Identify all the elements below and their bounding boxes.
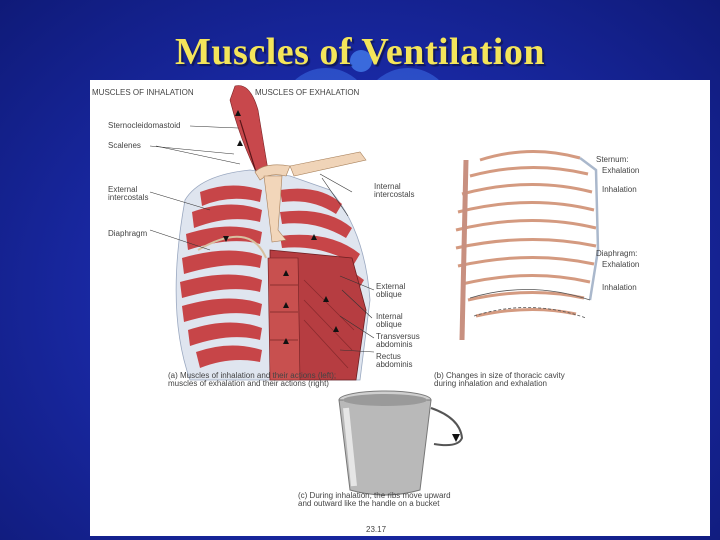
figure-number: 23.17 bbox=[366, 525, 387, 534]
lateral-rib-cage-illustration bbox=[455, 149, 600, 341]
anatomy-figure: MUSCLES OF INHALATION MUSCLES OF EXHALAT… bbox=[90, 80, 710, 536]
label-external-intercostals: External intercostals bbox=[108, 185, 149, 203]
slide-title: Muscles of Ventilation bbox=[175, 31, 545, 73]
label-internal-oblique: Internal oblique bbox=[376, 312, 403, 330]
label-rectus-abdominis: Rectus abdominis bbox=[376, 352, 413, 370]
label-sternum-exhalation: Exhalation bbox=[602, 166, 640, 175]
label-transversus-abdominis: Transversus abdominis bbox=[376, 332, 420, 350]
rib-cage-muscles-illustration bbox=[149, 85, 375, 381]
header-muscles-of-inhalation: MUSCLES OF INHALATION bbox=[92, 88, 194, 97]
label-external-oblique: External oblique bbox=[376, 282, 406, 300]
caption-a: (a) Muscles of inhalation and their acti… bbox=[168, 371, 337, 389]
caption-c: (c) During inhalation, the ribs move upw… bbox=[298, 491, 451, 509]
label-diaphragm-side: Diaphragm: bbox=[596, 249, 638, 258]
label-diaphragm-inhalation: Inhalation bbox=[602, 283, 637, 292]
caption-b: (b) Changes in size of thoracic cavity d… bbox=[434, 371, 565, 389]
label-scalenes: Scalenes bbox=[108, 141, 141, 150]
header-muscles-of-exhalation: MUSCLES OF EXHALATION bbox=[255, 88, 360, 97]
label-sternum: Sternum: bbox=[596, 155, 629, 164]
left-intercostals bbox=[180, 185, 262, 368]
label-internal-intercostals: Internal intercostals bbox=[374, 182, 415, 200]
label-sternocleidomastoid: Sternocleidomastoid bbox=[108, 121, 181, 130]
bucket-illustration bbox=[338, 390, 464, 496]
label-diaphragm-exhalation: Exhalation bbox=[602, 260, 640, 269]
label-diaphragm: Diaphragm bbox=[108, 229, 148, 238]
label-sternum-inhalation: Inhalation bbox=[602, 185, 637, 194]
